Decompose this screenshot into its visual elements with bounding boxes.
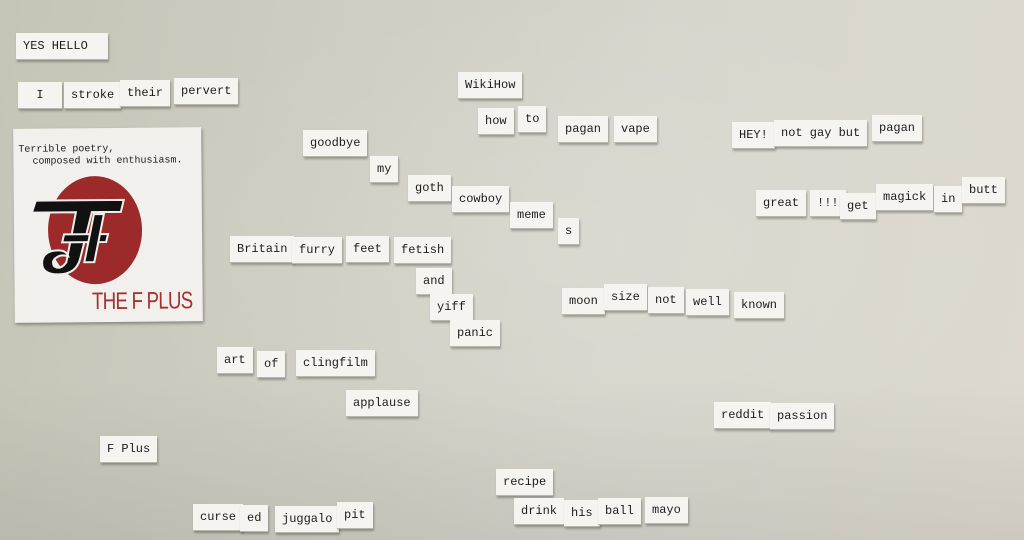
word-magnet[interactable]: vape [614,116,657,143]
word-magnet[interactable]: reddit [714,402,772,429]
word-magnet[interactable]: fetish [394,237,452,264]
f-plus-logo-icon [30,198,126,276]
word-magnet[interactable]: juggalo [275,506,340,533]
card-tagline: Terrible poetry, composed with enthusias… [13,143,201,169]
word-magnet[interactable]: his [564,500,600,527]
word-magnet[interactable]: drink [514,498,565,525]
word-magnet[interactable]: meme [510,202,553,229]
word-magnet[interactable]: ball [598,498,641,525]
word-magnet[interactable]: art [217,347,253,374]
word-magnet[interactable]: I [18,82,62,109]
word-magnet[interactable]: ed [240,505,269,532]
word-magnet[interactable]: YES HELLO [16,33,108,60]
word-magnet[interactable]: s [558,218,580,245]
word-magnet[interactable]: pagan [872,115,923,142]
word-magnet[interactable]: mayo [645,497,688,524]
word-magnet[interactable]: Britain [230,236,295,263]
word-magnet[interactable]: known [734,292,785,319]
word-magnet[interactable]: applause [346,390,418,417]
word-magnet[interactable]: F Plus [100,436,158,463]
word-magnet[interactable]: HEY! [732,122,775,149]
word-magnet[interactable]: to [518,106,547,133]
word-magnet[interactable]: get [840,193,876,220]
card-tagline-line2: composed with enthusiasm. [32,155,183,168]
word-magnet[interactable]: panic [450,320,501,347]
word-magnet[interactable]: passion [770,403,835,430]
word-magnet[interactable]: magick [876,184,934,211]
word-magnet[interactable]: pagan [558,116,609,143]
word-magnet[interactable]: not gay but [774,120,868,147]
card-brand-text: THE F PLUS [92,287,193,316]
word-magnet[interactable]: moon [562,288,605,315]
word-magnet[interactable]: my [370,156,399,183]
word-magnet[interactable]: of [257,351,286,378]
word-magnet[interactable]: pervert [174,78,239,105]
word-magnet[interactable]: cowboy [452,186,510,213]
word-magnet[interactable]: curse [193,504,244,531]
word-magnet[interactable]: goodbye [303,130,368,157]
word-magnet[interactable]: WikiHow [458,72,523,99]
word-magnet[interactable]: in [934,186,963,213]
word-magnet[interactable]: furry [292,237,343,264]
word-magnet[interactable]: their [120,80,171,107]
f-plus-logo-card: Terrible poetry, composed with enthusias… [13,127,203,323]
word-magnet[interactable]: !!! [810,190,846,217]
word-magnet[interactable]: pit [337,502,373,529]
word-magnet[interactable]: and [416,268,452,295]
word-magnet[interactable]: yiff [430,294,473,321]
word-magnet[interactable]: butt [962,177,1005,204]
word-magnet[interactable]: recipe [496,469,554,496]
word-magnet[interactable]: well [686,289,729,316]
word-magnet[interactable]: feet [346,236,389,263]
word-magnet[interactable]: stroke [64,82,122,109]
word-magnet[interactable]: not [648,287,684,314]
word-magnet[interactable]: how [478,108,514,135]
word-magnet[interactable]: goth [408,175,451,202]
word-magnet[interactable]: size [604,284,647,311]
word-magnet[interactable]: clingfilm [296,350,375,377]
word-magnet[interactable]: great [756,190,807,217]
